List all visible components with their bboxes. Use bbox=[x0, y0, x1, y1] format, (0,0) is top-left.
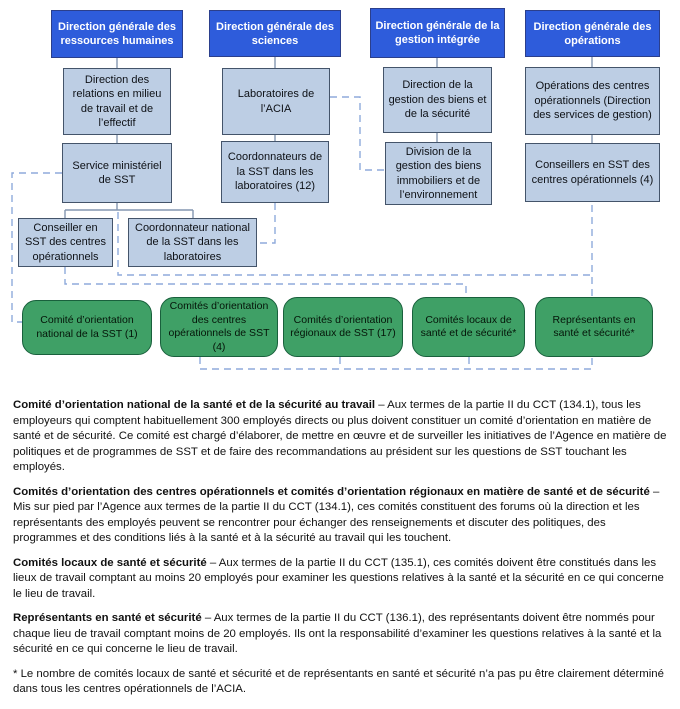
paragraph-body: – Mis sur pied par l’Agence aux termes d… bbox=[13, 485, 660, 545]
paragraph-comite-national: Comité d’orientation national de la sant… bbox=[13, 398, 670, 476]
node-dg-gestion-integree: Direction générale de la gestion intégré… bbox=[370, 8, 505, 58]
node-service-ministeriel-sst: Service ministériel de SST bbox=[62, 143, 172, 203]
sst-org-chart: Direction générale des ressources humain… bbox=[11, 8, 660, 370]
node-division-gestion-biens: Division de la gestion des biens immobil… bbox=[385, 142, 492, 205]
paragraph-body: – Aux termes de la partie II du CCT (136… bbox=[13, 612, 662, 655]
connector-service-branch bbox=[64, 203, 194, 218]
paragraph-representants: Représentants en santé et sécurité – Aux… bbox=[13, 611, 670, 658]
paragraph-comites-orientation: Comités d’orientation des centres opérat… bbox=[13, 485, 670, 547]
paragraph-lead: Comité d’orientation national de la sant… bbox=[13, 399, 376, 411]
node-direction-gestion-biens: Direction de la gestion des biens et de … bbox=[383, 67, 492, 133]
paragraph-body: – Aux termes de la partie II du CCT (134… bbox=[13, 399, 667, 473]
footnote: * Le nombre de comités locaux de santé e… bbox=[13, 667, 670, 698]
connector-coordonnateurs-to-coordonnateur-national bbox=[257, 203, 276, 244]
connector-committee-bottom-bus bbox=[199, 357, 593, 370]
node-comites-orientation-centres: Comités d’orientation des centres opérat… bbox=[160, 297, 278, 357]
connector-conseiller-to-comites-locaux bbox=[64, 267, 467, 297]
node-direction-relations: Direction des relations en milieu de tra… bbox=[63, 68, 171, 135]
node-coordonnateur-national-sst: Coordonnateur national de la SST dans le… bbox=[128, 218, 257, 267]
paragraph-comites-locaux: Comités locaux de santé et sécurité – Au… bbox=[13, 556, 670, 603]
description-section: Comité d’orientation national de la sant… bbox=[13, 398, 670, 707]
node-representants: Représentants en santé et sécurité* bbox=[535, 297, 653, 357]
node-laboratoires-acia: Laboratoires de l’ACIA bbox=[222, 68, 330, 135]
node-comites-orientation-regionaux: Comités d’orientation régionaux de SST (… bbox=[283, 297, 403, 357]
node-coordonnateurs-sst-labs: Coordonnateurs de la SST dans les labora… bbox=[221, 141, 329, 203]
paragraph-lead: Représentants en santé et sécurité bbox=[13, 612, 202, 624]
node-operations-centres: Opérations des centres opérationnels (Di… bbox=[525, 67, 660, 135]
paragraph-lead: Comités d’orientation des centres opérat… bbox=[13, 485, 650, 498]
footnote-text: * Le nombre de comités locaux de santé e… bbox=[13, 667, 664, 696]
node-dg-operations: Direction générale des opérations bbox=[525, 10, 660, 57]
paragraph-body: – Aux termes de la partie II du CCT (135… bbox=[13, 556, 664, 600]
node-comites-locaux: Comités locaux de santé et de sécurité* bbox=[412, 297, 525, 357]
node-conseiller-sst-centres: Conseiller en SST des centres opérationn… bbox=[18, 218, 113, 267]
node-dg-ressources-humaines: Direction générale des ressources humain… bbox=[51, 10, 183, 58]
node-conseillers-sst-centres: Conseillers en SST des centres opération… bbox=[525, 143, 660, 202]
paragraph-lead: Comités locaux de santé et sécurité bbox=[13, 556, 207, 569]
connector-labs-to-division bbox=[330, 96, 385, 171]
node-dg-sciences: Direction générale des sciences bbox=[209, 10, 341, 57]
node-comite-orientation-national: Comité d’orientation national de la SST … bbox=[22, 300, 152, 355]
